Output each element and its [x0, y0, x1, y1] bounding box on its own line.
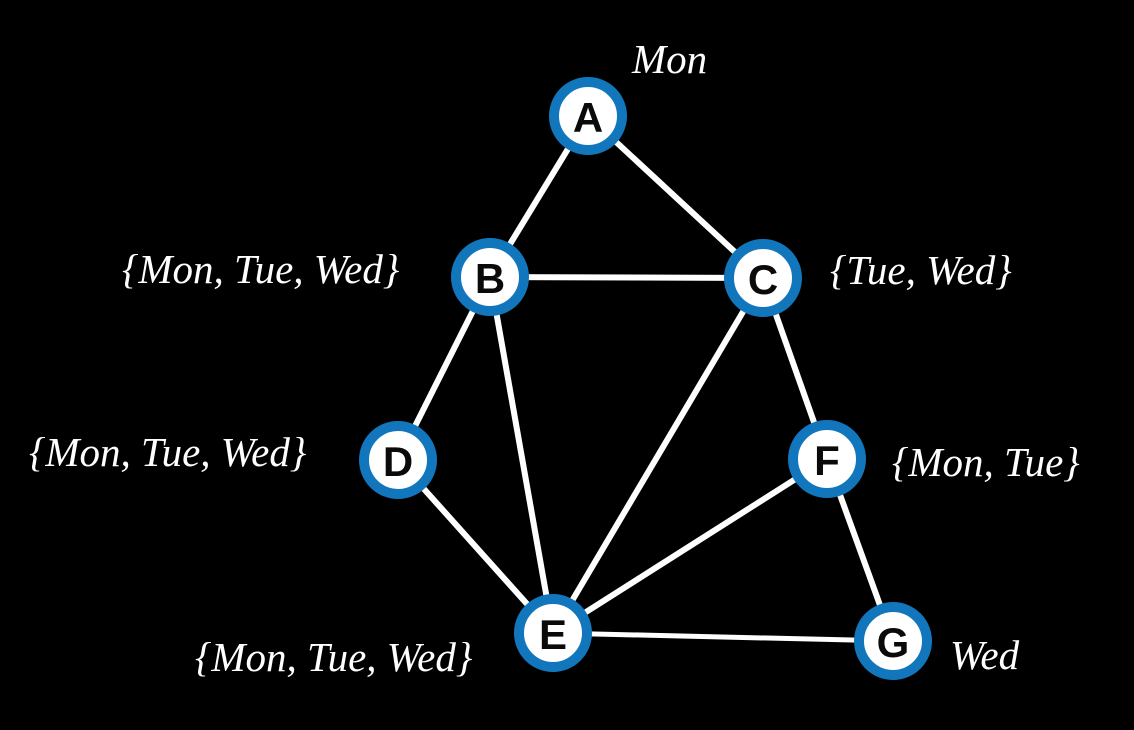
- node-circle-D: [359, 421, 437, 499]
- node-E: E: [514, 594, 592, 672]
- node-circle-B: [451, 238, 529, 316]
- node-C: C: [724, 239, 802, 317]
- node-letter-B: B: [475, 255, 505, 302]
- node-D: D: [359, 421, 437, 499]
- node-letter-D: D: [383, 438, 413, 485]
- domain-label-A: Mon: [631, 36, 707, 82]
- node-circle-F: [788, 420, 866, 498]
- edge-E-F: [550, 456, 830, 636]
- node-G: G: [854, 602, 932, 680]
- node-circle-E: [514, 594, 592, 672]
- node-F: F: [788, 420, 866, 498]
- domain-label-G: Wed: [950, 632, 1020, 678]
- node-circle-G: [854, 602, 932, 680]
- node-B: B: [451, 238, 529, 316]
- edge-A-C: [585, 113, 766, 281]
- domain-label-layer: Mon {Mon, Tue, Wed} {Tue, Wed} {Mon, Tue, W…: [29, 36, 1080, 680]
- node-layer: A B C D E F G: [359, 77, 932, 680]
- node-letter-G: G: [877, 619, 910, 666]
- node-circle-A: [549, 77, 627, 155]
- domain-label-B: {Mon, Tue, Wed}: [122, 246, 400, 292]
- node-letter-C: C: [748, 256, 778, 303]
- node-circle-C: [724, 239, 802, 317]
- node-letter-F: F: [814, 437, 840, 484]
- edge-C-E: [550, 275, 766, 636]
- edge-E-G: [550, 630, 896, 644]
- node-letter-E: E: [539, 611, 567, 658]
- domain-label-D: {Mon, Tue, Wed}: [29, 429, 307, 475]
- edge-B-C: [487, 274, 766, 281]
- domain-label-E: {Mon, Tue, Wed}: [195, 634, 473, 680]
- node-A: A: [549, 77, 627, 155]
- domain-label-C: {Tue, Wed}: [830, 247, 1012, 293]
- edge-B-E: [487, 274, 556, 636]
- domain-label-F: {Mon, Tue}: [892, 439, 1080, 485]
- node-letter-A: A: [573, 94, 603, 141]
